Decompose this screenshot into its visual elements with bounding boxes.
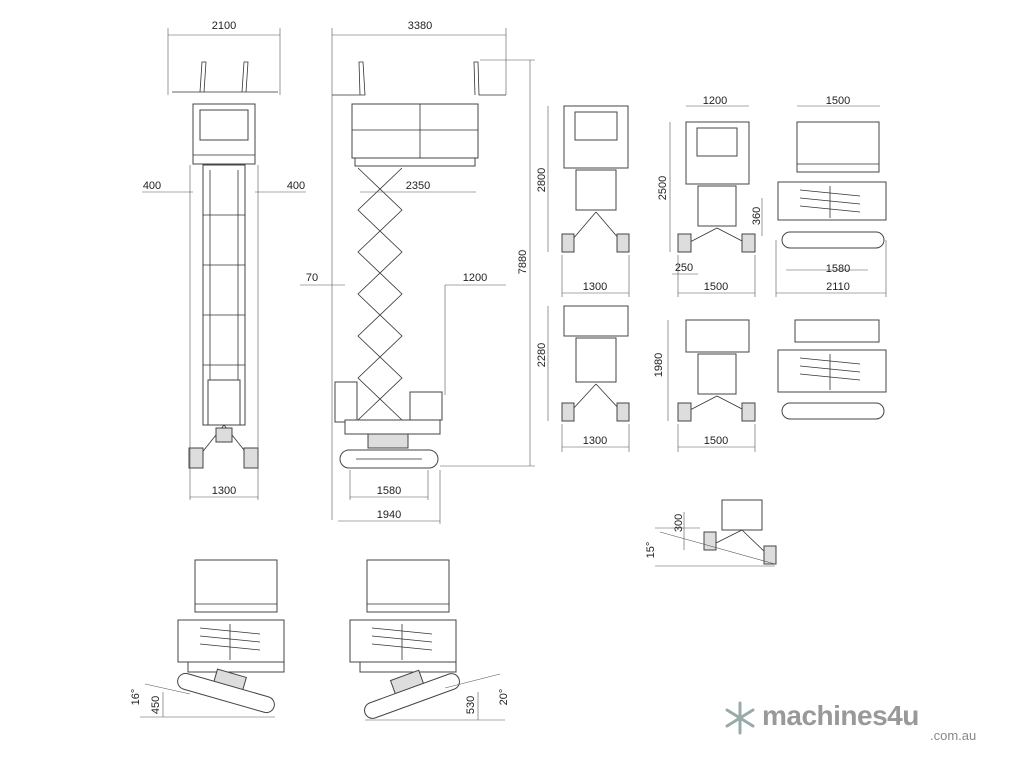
tilt-detail: 300 15° (645, 499, 777, 567)
dim-width: 1500 (704, 281, 728, 293)
dim-angle: 20° (498, 689, 510, 706)
dim-height: 1980 (653, 353, 665, 377)
dim-height: 2500 (657, 176, 669, 200)
logo-name: machines4u (762, 700, 919, 731)
dim-height: 2280 (536, 343, 548, 367)
dim-overall-length: 1940 (377, 509, 401, 521)
side-view-a: 1500 1580 2110 (775, 95, 887, 297)
dim-offset-left: 70 (306, 272, 318, 284)
dim-angle: 16° (130, 689, 142, 706)
front-view-d: 1980 1500 (653, 319, 756, 452)
dim-height: 2800 (536, 168, 548, 192)
front-view-a: 2800 1300 (536, 105, 630, 297)
front-view-b: 1200 2500 360 250 1500 (657, 95, 763, 297)
side-view-b (777, 319, 887, 420)
snowflake-icon (725, 701, 755, 735)
dim-guard-right: 400 (287, 180, 305, 192)
dim-top-width: 1200 (703, 95, 727, 107)
dim-lift: 300 (673, 514, 685, 532)
dim-track-length: 1580 (377, 485, 401, 497)
dim-track: 1580 (826, 263, 850, 275)
slope-view-right: 530 20° (349, 559, 510, 721)
dim-angle: 15° (645, 542, 657, 559)
dim-guard-left: 400 (143, 180, 161, 192)
front-view-mast: 2100 400 400 1300 (142, 20, 306, 500)
dim-width: 1300 (583, 435, 607, 447)
dim-width-base: 1300 (212, 485, 236, 497)
side-view-elevated: 3380 2350 70 1200 7880 1580 1940 (300, 20, 535, 524)
slope-view-left: 16° 450 (130, 559, 285, 718)
dim-height: 450 (150, 696, 162, 714)
dim-length-top: 3380 (408, 20, 432, 32)
dim-width-top: 2100 (212, 20, 236, 32)
dim-offset-right: 1200 (463, 272, 487, 284)
dim-clearance: 360 (751, 207, 763, 225)
dim-length: 2110 (826, 281, 850, 293)
dim-max-height: 7880 (517, 250, 529, 274)
dim-top-width: 1500 (826, 95, 850, 107)
logo-domain: .com.au (930, 728, 977, 743)
dim-width: 1500 (704, 435, 728, 447)
front-view-c: 2280 1300 (536, 305, 630, 452)
dim-platform-ext: 2350 (406, 180, 430, 192)
dim-offset: 250 (675, 262, 693, 274)
dim-width: 1300 (583, 281, 607, 293)
dim-height: 530 (465, 696, 477, 714)
